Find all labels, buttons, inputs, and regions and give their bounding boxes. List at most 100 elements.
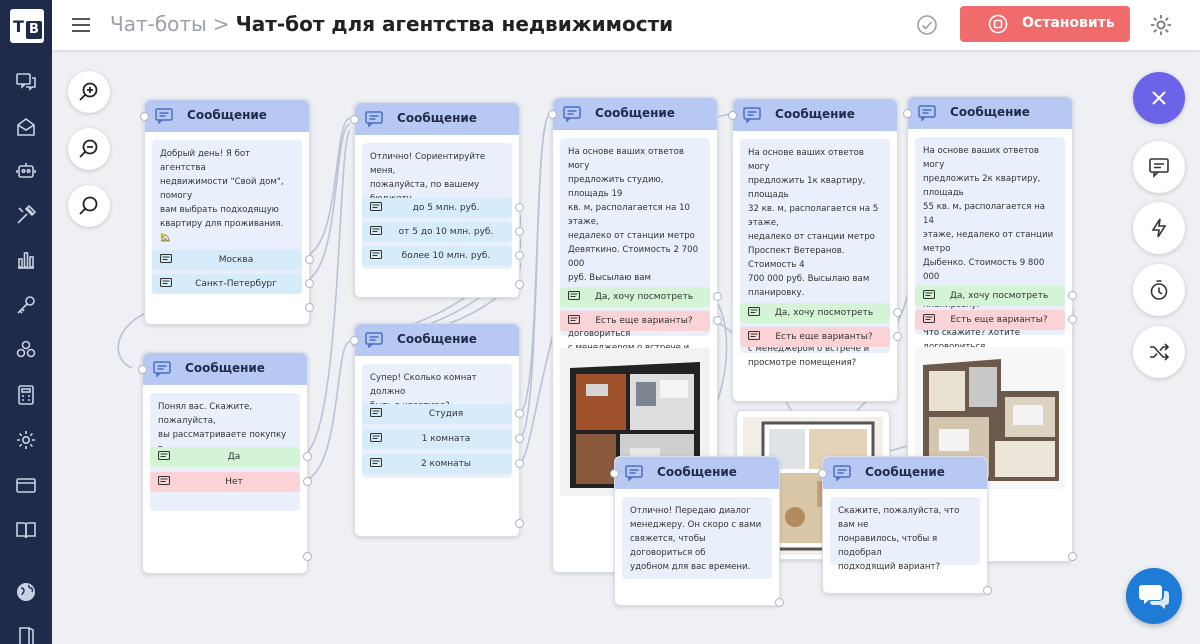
output-port[interactable] (515, 203, 524, 212)
option-label: более 10 млн. руб. (401, 251, 491, 261)
node-option[interactable]: Москва (152, 250, 302, 270)
output-port[interactable] (893, 332, 902, 341)
option-icon (748, 331, 760, 341)
menu-icon[interactable] (70, 14, 92, 36)
book-icon[interactable] (14, 518, 38, 542)
node-option[interactable]: 1 комната (362, 429, 512, 449)
add-action-button[interactable] (1133, 202, 1185, 254)
output-port[interactable] (713, 316, 722, 325)
chat-icon[interactable] (14, 70, 38, 94)
node-option[interactable]: более 10 млн. руб. (362, 246, 512, 266)
node-header[interactable]: Сообщение (145, 100, 309, 132)
output-port[interactable] (515, 459, 524, 468)
node-header[interactable]: Сообщение (733, 99, 897, 131)
stop-button[interactable]: Остановить (960, 6, 1130, 42)
support-chat-button[interactable] (1126, 568, 1182, 624)
node-title: Сообщение (397, 111, 477, 125)
node-header[interactable]: Сообщение (908, 97, 1072, 129)
output-port[interactable] (305, 255, 314, 264)
output-port[interactable] (515, 409, 524, 418)
key-icon[interactable] (14, 293, 38, 317)
logo[interactable]: T B (10, 9, 44, 43)
node-header[interactable]: Сообщение (553, 98, 717, 130)
message-node-rooms[interactable]: Сообщение Супер! Сколько комнат должно б… (350, 323, 524, 537)
output-port[interactable] (1068, 552, 1077, 561)
output-port[interactable] (515, 280, 524, 289)
calculator-icon[interactable] (14, 383, 38, 407)
node-option[interactable]: Студия (362, 404, 512, 424)
input-port[interactable] (140, 112, 149, 121)
output-port[interactable] (515, 434, 524, 443)
zoom-in-button[interactable] (68, 71, 110, 113)
door-icon[interactable] (14, 624, 38, 644)
add-delay-button[interactable] (1133, 264, 1185, 316)
output-port[interactable] (1068, 315, 1077, 324)
input-port[interactable] (728, 111, 737, 120)
node-option[interactable]: Есть еще варианты? (560, 311, 710, 331)
breadcrumb-separator: > (212, 12, 230, 36)
add-message-button[interactable] (1133, 141, 1185, 193)
node-option[interactable]: Да (150, 447, 300, 467)
message-node-manager[interactable]: Сообщение Отлично! Передаю диалог менедж… (610, 456, 784, 607)
message-node-city[interactable]: Сообщение Добрый день! Я бот агентства н… (140, 99, 314, 325)
node-option[interactable]: Да, хочу посмотреть (740, 303, 890, 323)
output-port[interactable] (983, 586, 992, 595)
input-port[interactable] (350, 336, 359, 345)
output-port[interactable] (515, 519, 524, 528)
node-option[interactable]: Есть еще варианты? (740, 327, 890, 347)
option-label: Санкт-Петербург (195, 279, 277, 289)
output-port[interactable] (515, 227, 524, 236)
inbox-icon[interactable] (14, 115, 38, 139)
output-port[interactable] (775, 598, 784, 607)
node-option[interactable]: Да, хочу посмотреть (915, 286, 1065, 306)
output-port[interactable] (515, 251, 524, 260)
flow-canvas[interactable]: Сообщение Добрый день! Я бот агентства н… (52, 50, 1200, 644)
node-option[interactable]: от 5 до 10 млн. руб. (362, 222, 512, 242)
node-header[interactable]: Сообщение (615, 457, 779, 489)
node-header[interactable]: Сообщение (355, 324, 519, 356)
output-port[interactable] (303, 477, 312, 486)
message-node-budget[interactable]: Сообщение Отлично! Сориентируйте меня, п… (350, 102, 524, 298)
output-port[interactable] (303, 452, 312, 461)
node-header[interactable]: Сообщение (823, 457, 987, 489)
breadcrumb-parent[interactable]: Чат-боты (110, 12, 207, 36)
message-node-one-room[interactable]: Сообщение На основе ваших ответов могу п… (728, 98, 902, 402)
node-option[interactable]: Да, хочу посмотреть (560, 287, 710, 307)
output-port[interactable] (713, 292, 722, 301)
message-node-feedback[interactable]: Сообщение Скажите, пожалуйста, что вам н… (818, 456, 992, 595)
gear-icon[interactable] (1148, 12, 1174, 38)
check-icon[interactable] (914, 12, 940, 38)
modules-icon[interactable] (14, 338, 38, 362)
logo-letter-t: T (13, 17, 24, 36)
input-port[interactable] (350, 115, 359, 124)
output-port[interactable] (303, 552, 312, 561)
close-tools-button[interactable] (1133, 72, 1185, 124)
node-option[interactable]: 2 комнаты (362, 454, 512, 474)
chart-icon[interactable] (14, 248, 38, 272)
node-option[interactable]: до 5 млн. руб. (362, 198, 512, 218)
bot-icon[interactable] (14, 158, 38, 182)
zoom-out-button[interactable] (68, 128, 110, 170)
input-port[interactable] (138, 365, 147, 374)
settings-icon[interactable] (14, 428, 38, 452)
output-port[interactable] (305, 279, 314, 288)
node-option[interactable]: Есть еще варианты? (915, 310, 1065, 330)
node-header[interactable]: Сообщение (143, 353, 307, 385)
tools-icon[interactable] (14, 203, 38, 227)
output-port[interactable] (1068, 291, 1077, 300)
output-port[interactable] (305, 303, 314, 312)
message-node-mortgage[interactable]: Сообщение Понял вас. Скажите, пожалуйста… (138, 352, 312, 574)
globe-icon[interactable] (14, 580, 38, 604)
input-port[interactable] (903, 109, 912, 118)
node-option[interactable]: Нет (150, 472, 300, 492)
output-port[interactable] (893, 308, 902, 317)
stop-button-label: Остановить (1022, 15, 1115, 31)
add-random-button[interactable] (1133, 326, 1185, 378)
input-port[interactable] (548, 110, 557, 119)
node-option[interactable]: Санкт-Петербург (152, 274, 302, 294)
zoom-fit-button[interactable] (68, 185, 110, 227)
billing-icon[interactable] (14, 473, 38, 497)
input-port[interactable] (818, 469, 827, 478)
node-header[interactable]: Сообщение (355, 103, 519, 135)
input-port[interactable] (610, 469, 619, 478)
